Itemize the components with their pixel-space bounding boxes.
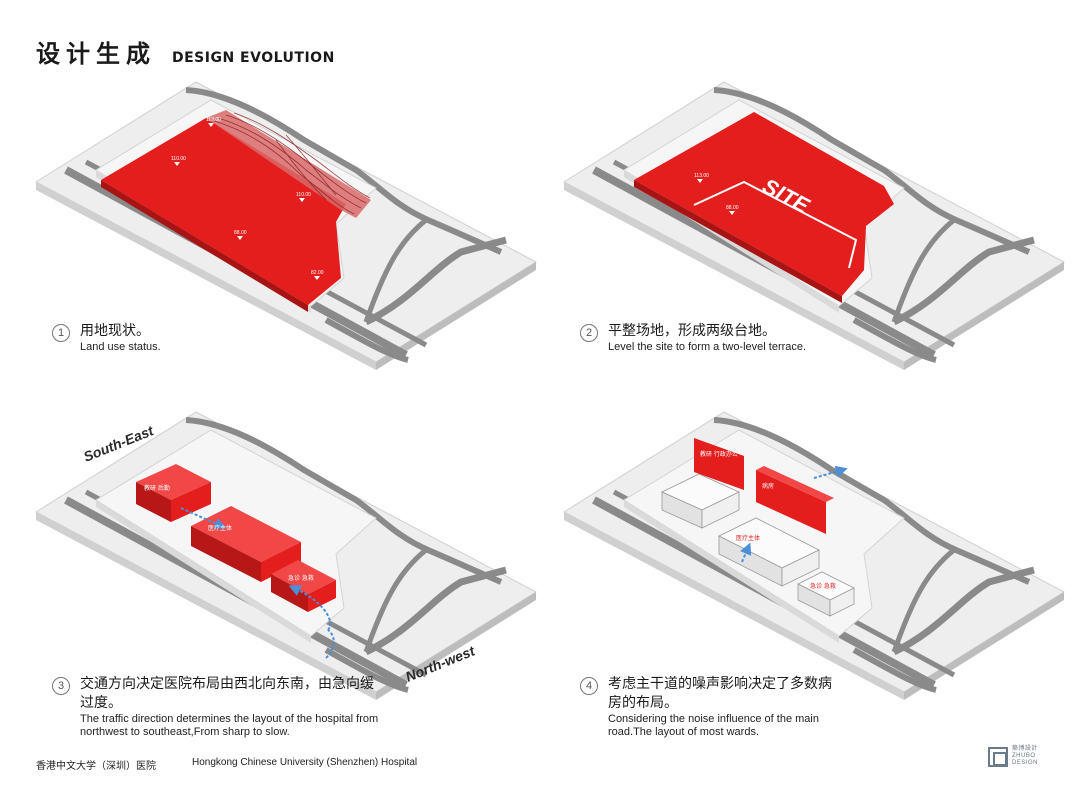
block-label-admin: 教研 行政办公 (700, 450, 738, 458)
panel-2-elev-0: 113.00 (694, 173, 709, 179)
footer: 香港中文大学（深圳）医院 Hongkong Chinese University… (36, 757, 417, 772)
caption-4: 4 考虑主干道的噪声影响决定了多数病房的布局。 Considering the … (580, 675, 840, 739)
title-en: DESIGN EVOLUTION (172, 50, 335, 66)
caption-2-cn: 平整场地，形成两级台地。 (608, 323, 776, 339)
caption-2-en: Level the site to form a two-level terra… (608, 341, 807, 353)
block-label-main: 医疗主体 (208, 524, 232, 532)
caption-3-en: The traffic direction determines the lay… (80, 713, 379, 738)
block-ward (756, 466, 834, 534)
panel-2-elev-1: 88.00 (726, 205, 739, 211)
panel-4-illustration: 教研 行政办公 病房 医疗主体 急诊 急救 (564, 412, 1064, 700)
block-label-emergency: 急诊 急救 (288, 574, 314, 582)
block-admin (661, 438, 744, 529)
footer-en: Hongkong Chinese University (Shenzhen) H… (192, 757, 418, 768)
panel-2-illustration: SITE 113.00 88.00 (564, 82, 1064, 370)
caption-3-cn: 交通方向决定医院布局由西北向东南，由急向缓过度。 (80, 676, 374, 711)
logo-line3: DESIGN (1012, 760, 1039, 766)
caption-3-number: 3 (52, 677, 70, 695)
block-label-ward: 病房 (762, 482, 774, 490)
caption-1-number: 1 (52, 324, 70, 342)
caption-4-en: Considering the noise influence of the m… (608, 713, 819, 738)
panel-3-illustration: 教研 后勤 医疗主体 急诊 急救 South-East North-west (36, 412, 536, 700)
panel-1-elev-3: 88.00 (234, 230, 247, 236)
block-label-emergency-4: 急诊 急救 (810, 582, 836, 590)
caption-4-cn: 考虑主干道的噪声影响决定了多数病房的布局。 (608, 676, 832, 711)
block-label-main-4: 医疗主体 (736, 534, 760, 542)
header: 设计生成 DESIGN EVOLUTION (36, 34, 335, 68)
block-main-4 (718, 517, 820, 587)
panel-1-elev-1: 110.00 (171, 156, 186, 162)
caption-1: 1 用地现状。 Land use status. (52, 322, 161, 354)
zhubo-logo: 築博設計 ZHUBO DESIGN (988, 746, 1038, 767)
block-label-research: 教研 后勤 (144, 484, 170, 492)
logo-mark-icon (988, 746, 1008, 767)
title-cn: 设计生成 (36, 40, 156, 68)
caption-4-number: 4 (580, 677, 598, 695)
panel-1-elev-0: 113.00 (206, 117, 221, 123)
logo-line2: ZHUBO (1012, 753, 1036, 759)
block-emergency-4 (797, 571, 855, 617)
caption-2: 2 平整场地，形成两级台地。 Level the site to form a … (580, 322, 806, 354)
footer-cn: 香港中文大学（深圳）医院 (36, 761, 156, 772)
block-research (136, 464, 211, 522)
panel-1-illustration: 113.00 110.00 110.00 88.00 82.00 (36, 82, 536, 370)
caption-1-en: Land use status. (80, 341, 161, 353)
panel-1-elev-2: 110.00 (296, 192, 311, 198)
caption-3: 3 交通方向决定医院布局由西北向东南，由急向缓过度。 The traffic d… (52, 675, 382, 739)
caption-2-number: 2 (580, 324, 598, 342)
panel-1-elev-4: 82.00 (311, 270, 324, 276)
logo-line1: 築博設計 (1012, 746, 1039, 752)
caption-1-cn: 用地现状。 (80, 323, 150, 339)
